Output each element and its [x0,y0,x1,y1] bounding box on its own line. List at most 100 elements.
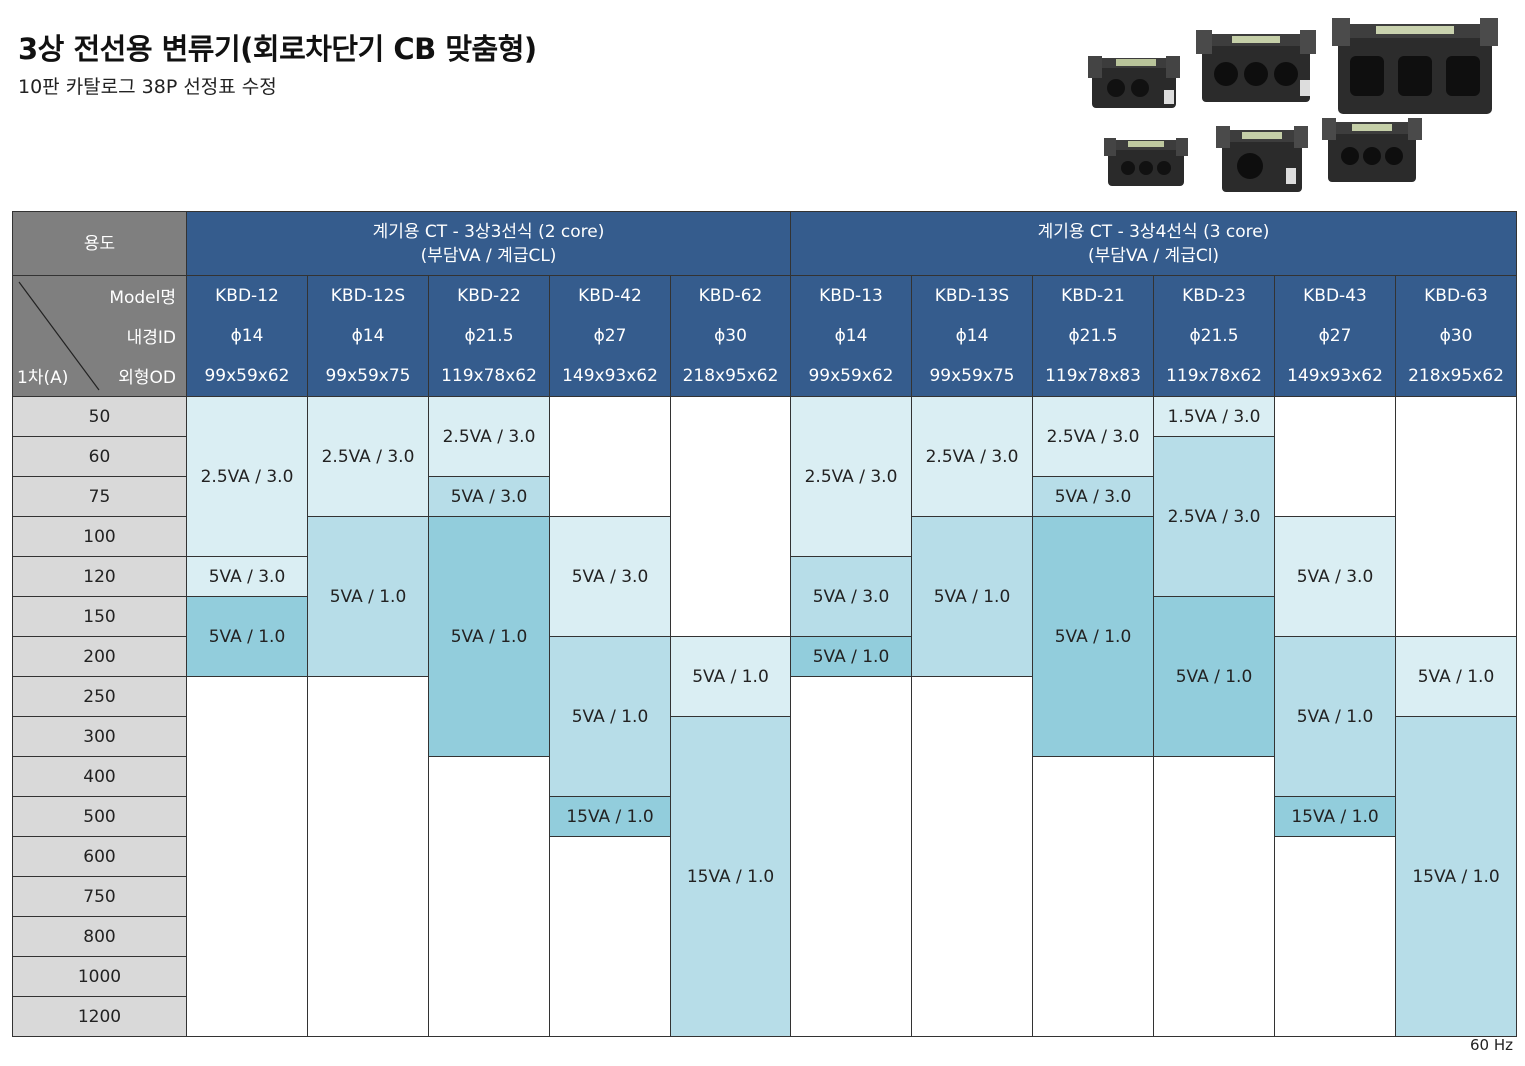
rating-cell: 5VA / 1.0 [1153,596,1275,757]
model-id: ϕ30 [1439,326,1473,346]
model-od: 218x95x62 [682,366,779,386]
primary-current-cell: 50 [12,396,187,437]
model-od: 99x59x75 [929,366,1015,386]
rating-cell: 5VA / 3.0 [1032,476,1154,517]
primary-current-cell: 100 [12,516,187,557]
usage-header: 용도 [12,211,187,276]
diagonal-divider [18,281,100,391]
empty-cell [1395,396,1517,637]
rating-cell: 5VA / 3.0 [1274,516,1396,637]
model-id: ϕ21.5 [1189,326,1239,346]
empty-cell [670,396,791,637]
primary-current-cell: 800 [12,916,187,957]
rating-cell: 5VA / 1.0 [1395,636,1517,717]
rating-cell: 15VA / 1.0 [1395,716,1517,1037]
primary-current-cell: 1000 [12,956,187,997]
primary-current-cell: 750 [12,876,187,917]
model-od: 218x95x62 [1408,366,1504,386]
model-od: 119x78x62 [1166,366,1262,386]
model-label: Model명 [109,288,176,308]
primary-current-cell: 120 [12,556,187,597]
model-name: KBD-43 [1303,286,1367,306]
rating-cell: 5VA / 1.0 [670,636,791,717]
group-3p4w-header: 계기용 CT - 3상4선식 (3 core) (부담VA / 계급Cl) [790,211,1517,276]
model-id: ϕ27 [593,326,627,346]
model-name: KBD-23 [1182,286,1246,306]
model-id: ϕ21.5 [464,326,514,346]
id-label: 내경ID [126,328,176,348]
model-od: 99x59x75 [325,366,411,386]
rating-cell: 5VA / 3.0 [790,556,912,637]
model-id: ϕ14 [230,326,264,346]
model-name: KBD-12 [215,286,279,306]
primary-current-cell: 600 [12,836,187,877]
rating-cell: 5VA / 1.0 [790,636,912,677]
ct-image-small-2 [1104,138,1188,186]
empty-cell [790,676,912,1037]
rating-cell: 5VA / 3.0 [428,476,550,517]
rating-cell: 2.5VA / 3.0 [911,396,1033,517]
ct-image-medium-3 [1322,118,1422,182]
product-photos [1078,8,1518,198]
rating-cell: 2.5VA / 3.0 [307,396,429,517]
empty-cell [307,676,429,1037]
model-id: ϕ14 [351,326,385,346]
rating-cell: 2.5VA / 3.0 [186,396,308,557]
primary-label: 1차(A) [17,368,69,388]
primary-current-cell: 1200 [12,996,187,1037]
selection-table: 용도 계기용 CT - 3상3선식 (2 core) (부담VA / 계급CL)… [12,211,1517,1037]
primary-current-cell: 200 [12,636,187,677]
primary-current-cell: 500 [12,796,187,837]
model-name: KBD-63 [1424,286,1488,306]
rating-cell: 1.5VA / 3.0 [1153,396,1275,437]
rating-cell: 2.5VA / 3.0 [1153,436,1275,597]
ct-image-small-1 [1088,56,1180,108]
model-id: ϕ14 [834,326,868,346]
rating-cell: 5VA / 1.0 [549,636,671,797]
rating-cell: 5VA / 1.0 [1032,516,1154,757]
model-name: KBD-42 [578,286,642,306]
model-header-cell: KBD-42 ϕ27 149x93x62 [549,275,671,397]
rating-cell: 15VA / 1.0 [1274,796,1396,837]
model-od: 99x59x62 [808,366,894,386]
model-od: 119x78x62 [441,366,537,386]
rating-cell: 5VA / 1.0 [911,516,1033,677]
group-3p3w-header: 계기용 CT - 3상3선식 (2 core) (부담VA / 계급CL) [186,211,791,276]
rating-cell: 5VA / 1.0 [428,516,550,757]
model-header-cell: KBD-23 ϕ21.5 119x78x62 [1153,275,1275,397]
primary-current-cell: 250 [12,676,187,717]
primary-current-cell: 75 [12,476,187,517]
model-od: 149x93x62 [562,366,658,386]
rating-cell: 15VA / 1.0 [549,796,671,837]
model-header-cell: KBD-22 ϕ21.5 119x78x62 [428,275,550,397]
model-name: KBD-12S [330,286,406,306]
empty-cell [428,756,550,1037]
model-id: ϕ30 [714,326,747,346]
page-title: 3상 전선용 변류기(회로차단기 CB 맞춤형) [18,32,537,66]
rating-cell: 5VA / 3.0 [186,556,308,597]
rating-cell: 5VA / 3.0 [549,516,671,637]
empty-cell [1274,396,1396,517]
model-od: 149x93x62 [1287,366,1383,386]
model-name: KBD-22 [457,286,521,306]
ct-image-medium-1 [1196,30,1316,102]
rating-cell: 5VA / 1.0 [1274,636,1396,797]
empty-cell [1274,836,1396,1037]
empty-cell [1032,756,1154,1037]
model-name: KBD-62 [698,286,763,306]
empty-cell [549,836,671,1037]
model-name: KBD-13S [934,286,1010,306]
model-id: ϕ27 [1318,326,1352,346]
model-name: KBD-21 [1061,286,1125,306]
model-header-cell: KBD-43 ϕ27 149x93x62 [1274,275,1396,397]
frequency-note: 60 Hz [1469,1036,1513,1054]
empty-cell [1153,756,1275,1037]
rating-cell: 5VA / 1.0 [186,596,308,677]
ct-image-medium-2 [1216,126,1308,192]
model-id: ϕ21.5 [1068,326,1118,346]
empty-cell [186,676,308,1037]
